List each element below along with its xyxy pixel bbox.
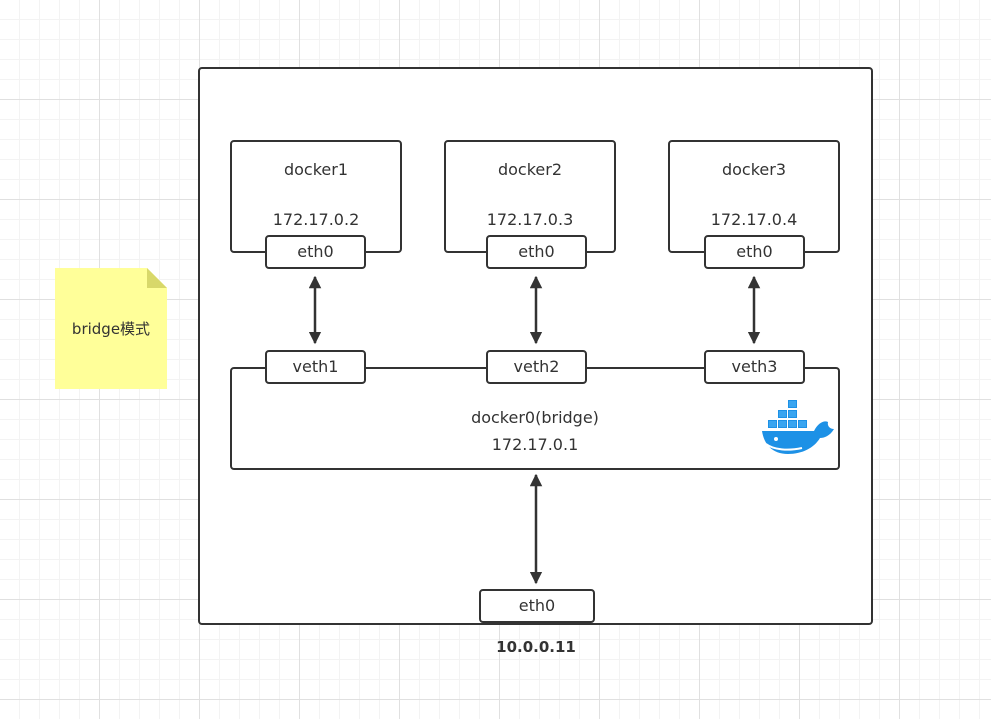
veth1-port: veth1: [265, 350, 366, 384]
note-label: bridge模式: [71, 320, 151, 338]
container-docker2: docker2 172.17.0.3: [444, 140, 616, 253]
eth0-port-docker1: eth0: [265, 235, 366, 269]
bridge-ip: 172.17.0.1: [491, 435, 579, 454]
eth0-port-docker3: eth0: [704, 235, 805, 269]
container-ip: 172.17.0.2: [272, 210, 360, 229]
bridge-name: docker0(bridge): [471, 408, 599, 427]
container-ip: 172.17.0.3: [486, 210, 574, 229]
veth2-port: veth2: [486, 350, 587, 384]
container-name: docker1: [283, 160, 349, 179]
docker-whale-icon: [762, 400, 834, 454]
docker0-bridge: docker0(bridge) 172.17.0.1: [230, 367, 840, 470]
host-eth0-port: eth0: [479, 589, 595, 623]
container-docker3: docker3 172.17.0.4: [668, 140, 840, 253]
container-name: docker2: [497, 160, 563, 179]
bridge-mode-note: bridge模式: [55, 268, 167, 389]
container-name: docker3: [721, 160, 787, 179]
host-ip-label: 10.0.0.11: [496, 638, 576, 656]
container-ip: 172.17.0.4: [710, 210, 798, 229]
veth3-port: veth3: [704, 350, 805, 384]
eth0-port-docker2: eth0: [486, 235, 587, 269]
note-fold-corner: [147, 268, 167, 288]
